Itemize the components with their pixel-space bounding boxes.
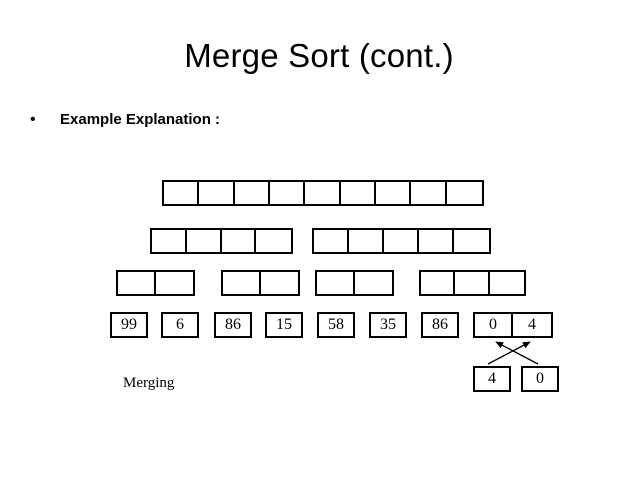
array-group-level2-0 xyxy=(150,228,293,254)
arrow-4-to-right-slot xyxy=(487,341,531,365)
bullet-item: • Example Explanation : xyxy=(30,110,220,130)
array-cell xyxy=(349,230,385,252)
array-cell xyxy=(376,182,412,204)
array-cell xyxy=(421,272,456,294)
array-cell xyxy=(221,230,257,252)
array-cell xyxy=(152,230,187,252)
merged-value-box-right: 0 xyxy=(521,366,559,392)
array-cell xyxy=(256,230,291,252)
array-group-level3-0 xyxy=(116,270,195,296)
array-cell xyxy=(314,230,350,252)
array-cell xyxy=(223,272,261,294)
leaf-value-box: 35 xyxy=(369,312,407,338)
array-cell xyxy=(199,182,235,204)
array-cell xyxy=(305,182,341,204)
arrow-0-to-left-slot xyxy=(495,341,539,365)
array-cell xyxy=(455,272,490,294)
page-title: Merge Sort (cont.) xyxy=(184,37,454,74)
leaf-pair-cell-1: 4 xyxy=(513,314,551,336)
bullet-marker-icon: • xyxy=(30,111,36,128)
array-cell xyxy=(118,272,156,294)
array-cell xyxy=(411,182,447,204)
array-cell xyxy=(446,182,483,204)
leaf-value-box: 86 xyxy=(421,312,459,338)
array-cell xyxy=(454,230,490,252)
array-cell xyxy=(270,182,306,204)
array-cell xyxy=(234,182,271,204)
array-cell xyxy=(384,230,420,252)
array-cell xyxy=(340,182,377,204)
leaf-value-box: 58 xyxy=(317,312,355,338)
leaf-value-box: 15 xyxy=(265,312,303,338)
leaf-pair-group: 0 4 xyxy=(473,312,553,338)
array-cell xyxy=(164,182,200,204)
array-group-level3-3 xyxy=(419,270,526,296)
leaf-value-box: 99 xyxy=(110,312,148,338)
leaf-pair-cell-0: 0 xyxy=(475,314,513,336)
array-cell xyxy=(489,272,524,294)
array-cell xyxy=(317,272,355,294)
leaf-value-box: 6 xyxy=(161,312,199,338)
array-group-level3-1 xyxy=(221,270,300,296)
array-group-level3-2 xyxy=(315,270,394,296)
leaf-value-box: 86 xyxy=(214,312,252,338)
array-cell xyxy=(260,272,298,294)
array-cell xyxy=(419,230,455,252)
merged-value-box-left: 4 xyxy=(473,366,511,392)
array-cell xyxy=(155,272,193,294)
array-cell xyxy=(186,230,222,252)
merging-label: Merging xyxy=(123,375,175,391)
bullet-item-label: Example Explanation : xyxy=(60,111,221,128)
array-group-level1-0 xyxy=(162,180,484,206)
array-group-level2-1 xyxy=(312,228,491,254)
array-cell xyxy=(354,272,392,294)
